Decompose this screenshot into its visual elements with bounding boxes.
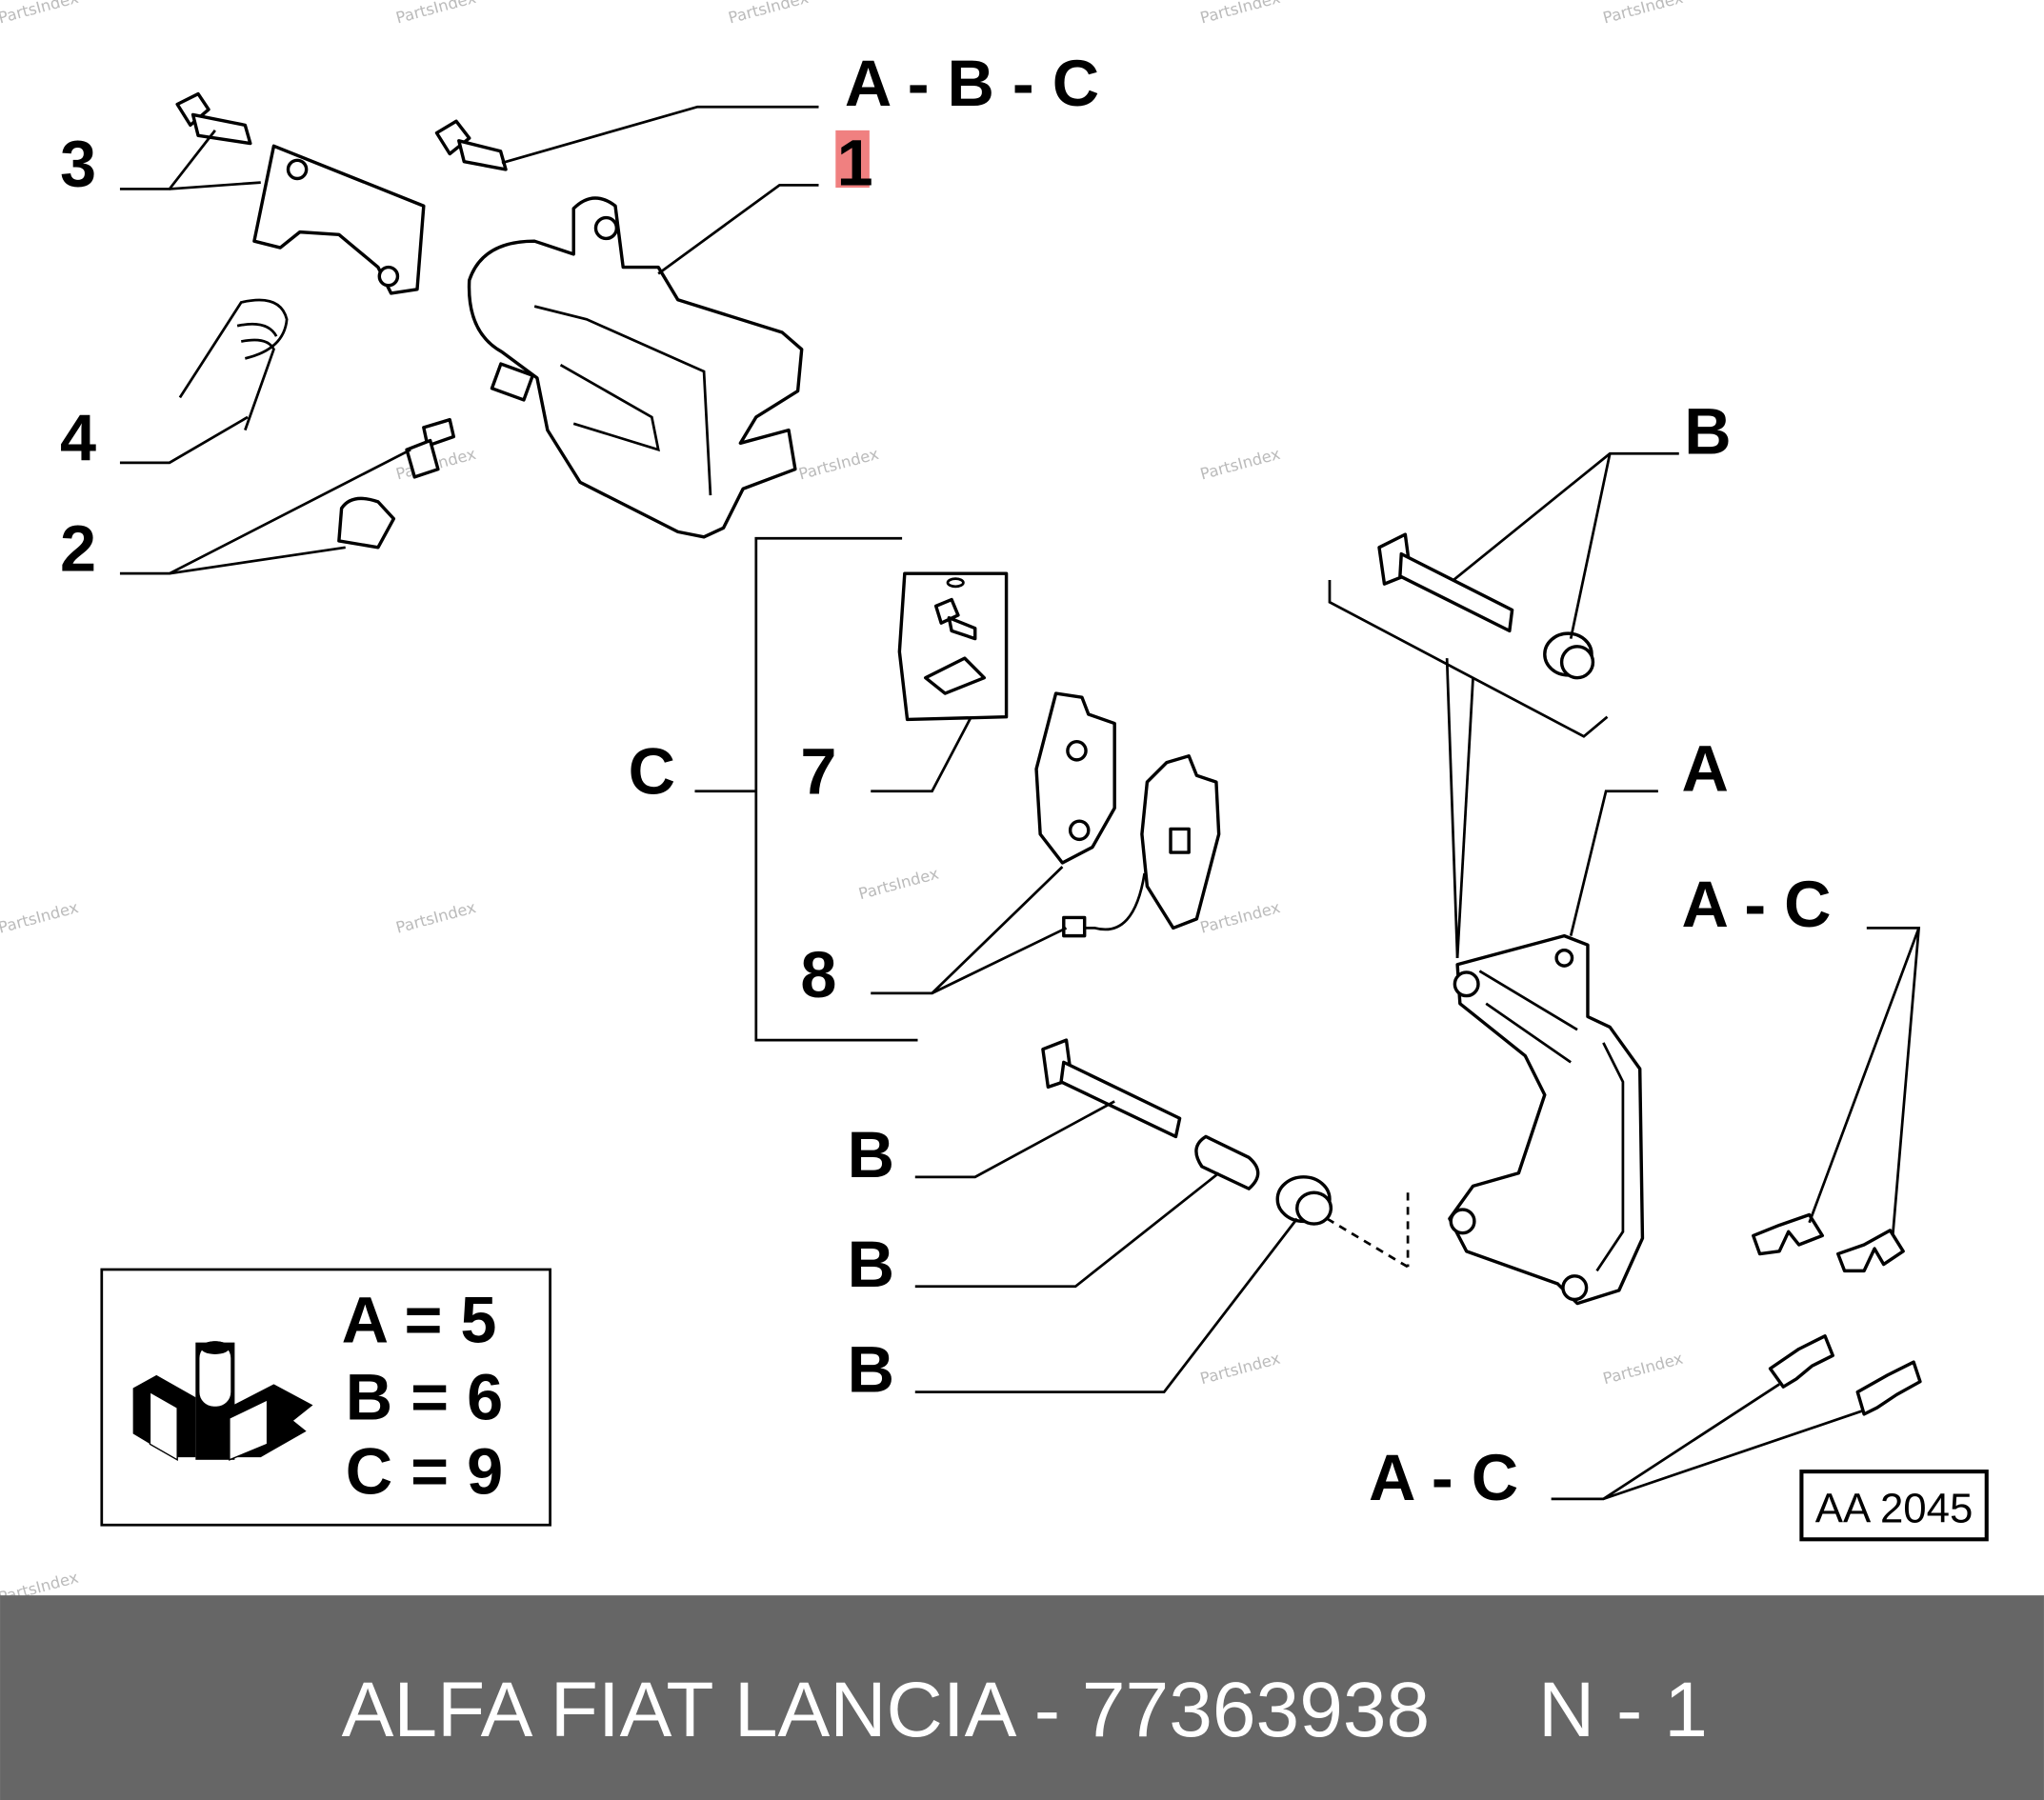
callout-3: 3: [60, 129, 96, 201]
callout-b-sleeve: B: [848, 1229, 894, 1301]
callout-ac-lower: A - C: [1369, 1442, 1518, 1514]
callout-8: 8: [800, 939, 836, 1011]
callout-abc: A - B - C: [845, 48, 1099, 120]
footer-title: ALFA FIAT LANCIA - 77363938: [342, 1667, 1431, 1753]
watermark: PartsIndex: [856, 864, 940, 903]
part-carrier-bracket: [1448, 933, 1645, 1306]
watermark: PartsIndex: [796, 445, 880, 484]
callout-2: 2: [60, 512, 96, 585]
watermark: PartsIndex: [1198, 898, 1282, 937]
callout-4: 4: [60, 402, 96, 474]
diagram-code: AA 2045: [1815, 1485, 1974, 1531]
callout-1-highlight: [835, 130, 870, 189]
part-clips-upper: [1752, 1212, 1905, 1273]
watermark: PartsIndex: [1601, 1350, 1685, 1389]
watermark: PartsIndex: [1198, 0, 1282, 27]
part-pad-outer: [1062, 754, 1221, 938]
part-bleed-screw-2: [405, 417, 456, 479]
footer-bar: ALFA FIAT LANCIA - 77363938 N - 1: [0, 1595, 2044, 1800]
watermark: PartsIndex: [1601, 0, 1685, 27]
callout-c: C: [629, 735, 675, 808]
callout-b-top: B: [1684, 395, 1731, 468]
part-bolt-3: [175, 91, 252, 146]
footer-page: N - 1: [1538, 1667, 1708, 1753]
fiat-parts-logo: [132, 1341, 313, 1461]
leader-lines: [119, 105, 1921, 1501]
legend-row-a: A = 5: [342, 1285, 497, 1357]
legend-row-c: C = 9: [346, 1435, 503, 1508]
callout-1: 1: [837, 127, 873, 199]
callout-ac-upper: A - C: [1681, 869, 1831, 941]
watermark: PartsIndex: [394, 898, 478, 937]
watermark: PartsIndex: [1198, 445, 1282, 484]
part-bolt-abc: [434, 119, 508, 171]
part-kit-7: [897, 571, 1009, 722]
callout-a: A: [1681, 733, 1728, 806]
legend-row-b: B = 6: [346, 1361, 503, 1433]
callout-b-boot: B: [848, 1334, 894, 1407]
diagram-code-box: AA 2045: [1799, 1470, 1989, 1542]
watermark: PartsIndex: [727, 0, 811, 27]
callout-7: 7: [800, 735, 836, 808]
watermark: PartsIndex: [1198, 1350, 1282, 1389]
part-guide-pin-top: [1377, 532, 1514, 633]
part-pad-inner: [1034, 691, 1116, 865]
watermark: PartsIndex: [0, 0, 81, 27]
part-boot-bottom: [1275, 1175, 1333, 1226]
part-clips-lower: [1768, 1334, 1922, 1416]
callout-b-pin: B: [848, 1119, 894, 1191]
part-bracket-3: [252, 144, 426, 295]
watermark: PartsIndex: [394, 0, 478, 27]
legend-box: A = 5 B = 6 C = 9: [100, 1268, 551, 1527]
watermark: PartsIndex: [0, 898, 81, 937]
part-sleeve: [1194, 1134, 1260, 1190]
part-caliper-1: [467, 196, 804, 539]
part-boot-top: [1543, 631, 1595, 680]
part-cap-2: [337, 496, 396, 550]
part-spring-4: [178, 298, 289, 431]
part-guide-pin-bottom: [1041, 1038, 1182, 1139]
